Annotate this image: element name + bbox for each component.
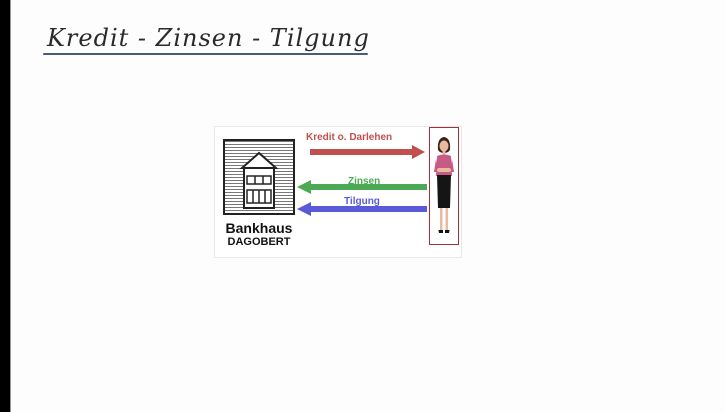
bank-building-icon xyxy=(223,139,295,215)
title-underline xyxy=(43,53,368,55)
zinsen-arrow xyxy=(297,180,427,194)
flow-arrows xyxy=(295,141,427,221)
page-title: Kredit - Zinsen - Tilgung xyxy=(47,24,370,52)
person-box xyxy=(429,127,459,245)
kredit-arrow xyxy=(310,145,425,159)
tilgung-arrow xyxy=(297,202,427,216)
bank-name: Bankhaus xyxy=(215,221,303,235)
bank-subtitle: DAGOBERT xyxy=(215,236,303,248)
whiteboard: Kredit - Zinsen - Tilgung Bankhaus DAGOB… xyxy=(10,0,725,412)
diagram-card: Bankhaus DAGOBERT Kredit o. Darlehen Zin… xyxy=(214,126,462,258)
businesswoman-icon xyxy=(430,128,458,244)
